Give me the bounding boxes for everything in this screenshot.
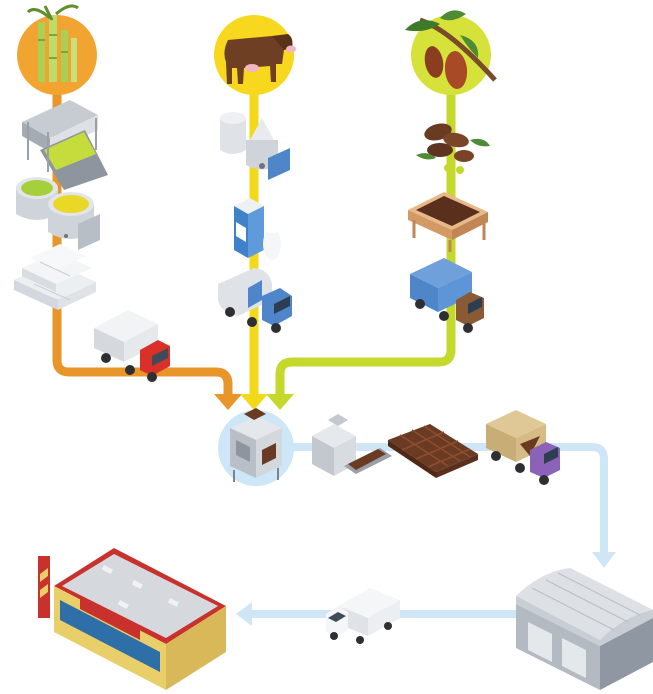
cocoa-flow-line: [280, 60, 451, 398]
conveyor-machine-icon: [22, 100, 108, 190]
warehouse-icon: [516, 568, 653, 690]
sugar-bags: [14, 244, 96, 310]
cocoa-flow-arrowhead: [266, 394, 294, 410]
milk-carton: [234, 198, 281, 260]
mixing-machine: [218, 408, 294, 486]
delivery-truck: [486, 410, 560, 485]
warehouse: [516, 568, 653, 690]
chocolate-bar: [388, 424, 478, 478]
purple-truck-icon: [486, 410, 560, 485]
sugar-washer-machine: [22, 100, 108, 190]
van-icon: [326, 588, 400, 644]
sugarcane-source: [17, 6, 97, 95]
chocolate-bar-icon: [388, 424, 478, 478]
production-flow-arrowhead: [592, 552, 616, 568]
cow-source: [214, 15, 296, 95]
sugar-flow-arrowhead: [214, 394, 242, 410]
sugar-bags-icon: [14, 244, 96, 310]
supermarket-icon: [38, 548, 226, 690]
distribution-flow-arrowhead: [236, 602, 252, 626]
milk-tanker-truck-icon: [218, 268, 292, 333]
milk-flow-arrowhead: [240, 394, 268, 410]
cocoa-source: [405, 10, 495, 95]
milk-tanker: [218, 268, 292, 333]
delivery-van: [326, 588, 400, 644]
milk-carton-icon: [234, 198, 281, 260]
retail-store: [38, 548, 226, 690]
